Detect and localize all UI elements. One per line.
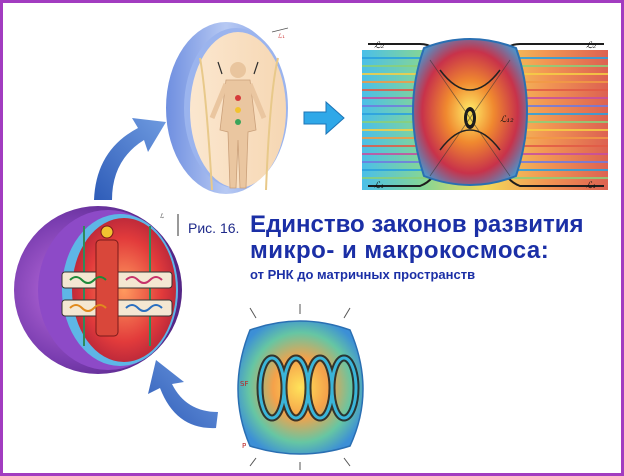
svg-text:ℒ: ℒ (160, 213, 164, 220)
label-l2-left: ℒ₂ (374, 41, 384, 51)
figure-number: Рис. 16. (188, 220, 240, 236)
label-l12: ℒ₁₂ (500, 115, 514, 125)
arrow-right-icon (303, 100, 345, 136)
torus-human-figure: ℒ₁ (166, 22, 289, 194)
svg-text:P: P (242, 442, 246, 450)
svg-text:ℒ₁: ℒ₁ (278, 33, 285, 40)
rna-helix-cell-diagram: P SF (237, 304, 364, 470)
curved-arrow-up-icon (94, 118, 166, 200)
matrix-space-diagram: ℒ₂ ℒ₂ ℒ₁₂ ℒ₁ ℒ₁ (362, 38, 608, 191)
caption-subtitle: от РНК до матричных пространств (250, 267, 476, 282)
caption-title-line2: микро- и макрокосмоса: (250, 237, 550, 264)
curved-arrow-left-icon (148, 360, 218, 429)
caption-title-line1: Единство законов развития (250, 211, 584, 238)
label-l1-left: ℒ₁ (374, 181, 384, 191)
label-l2-right: ℒ₂ (586, 41, 596, 51)
rna-torus-diagram: ℒ (14, 206, 182, 374)
label-l1-right: ℒ₁ (586, 181, 596, 191)
svg-text:SF: SF (240, 380, 248, 388)
